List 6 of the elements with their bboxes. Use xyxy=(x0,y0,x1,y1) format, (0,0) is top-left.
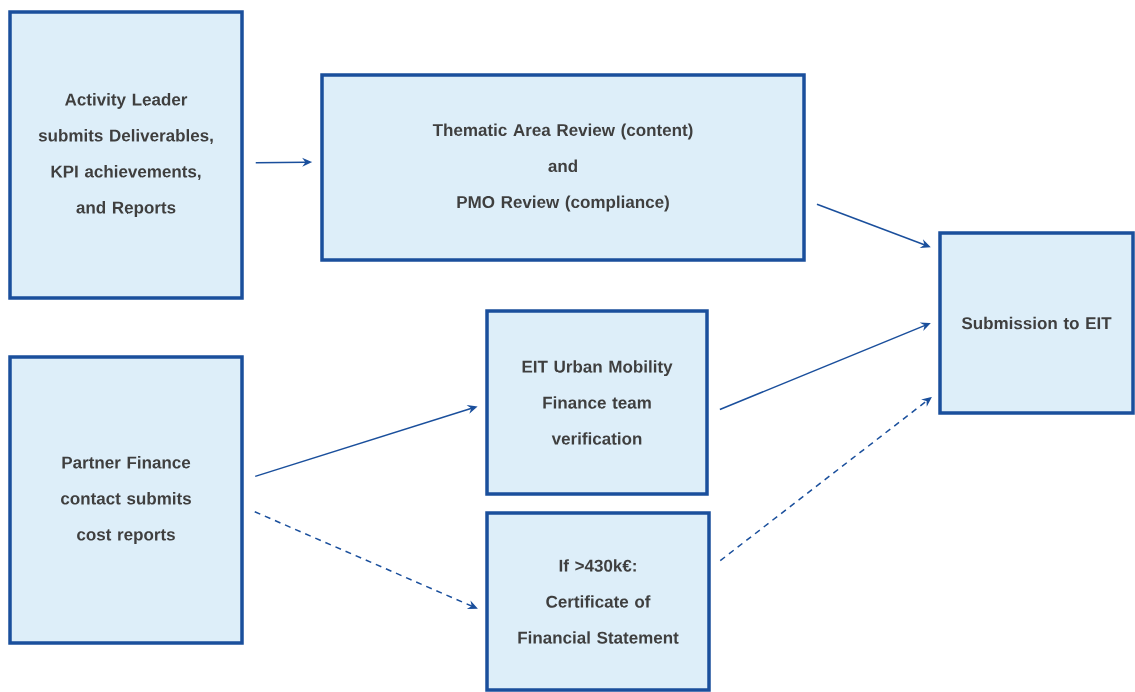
process-box: Partner Finance contact submits cost reports xyxy=(8,355,244,645)
process-box: Thematic Area Review (content) and PMO Review (compliance) xyxy=(320,73,806,262)
process-box: If >430k€: Certificate of Financial Statement xyxy=(485,511,711,692)
process-box: Submission to EIT xyxy=(938,231,1135,415)
process-box: Activity Leader submits Deliverables, KPI achievements, and Reports xyxy=(8,10,244,300)
process-box: EIT Urban Mobility Finance team verification xyxy=(485,309,709,496)
